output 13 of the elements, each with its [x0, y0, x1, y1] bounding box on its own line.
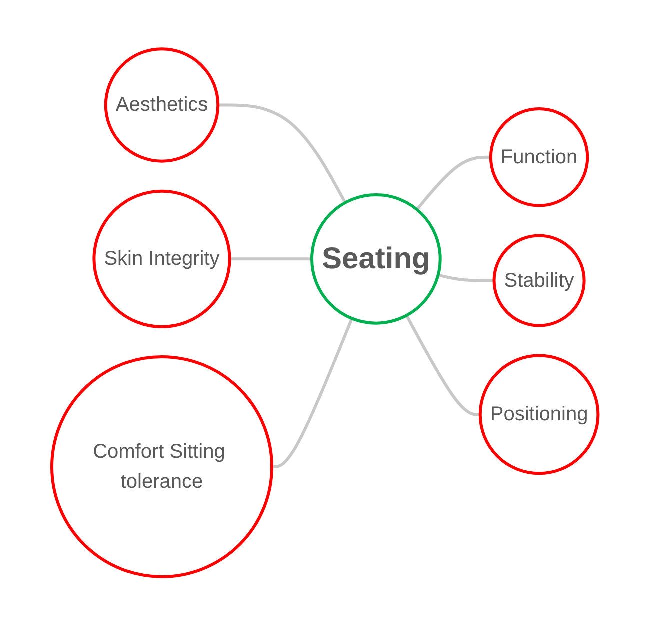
connector: [272, 318, 354, 468]
connector: [218, 104, 348, 204]
connector: [416, 156, 492, 211]
connector: [406, 314, 481, 416]
node-circle: Seating: [310, 193, 442, 325]
node-circle: Aesthetics: [104, 48, 220, 163]
node-circle: Comfort Sitting tolerance: [50, 355, 274, 578]
connector: [230, 258, 312, 261]
node-circle: Positioning: [479, 354, 600, 476]
connector: [438, 274, 495, 282]
node-circle: Skin Integrity: [93, 190, 232, 328]
node-circle: Function: [490, 108, 590, 208]
node-circle: Stability: [493, 234, 586, 328]
